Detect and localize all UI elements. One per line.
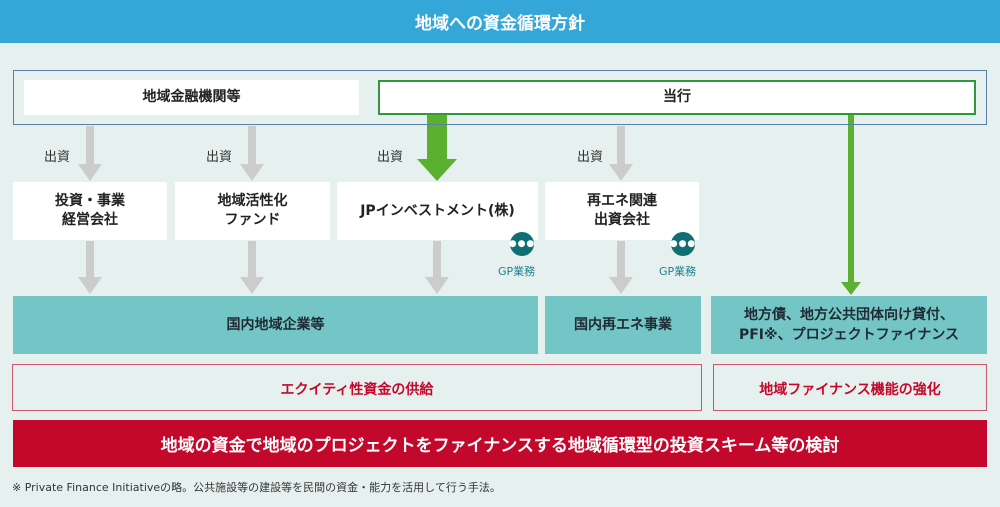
renewable-energy-investment-company-box: 再エネ関連 出資会社 — [545, 182, 699, 240]
regional-finance-label: 地域ファイナンス機能の強化 — [759, 381, 941, 398]
chat-bubble-icon: ●●● — [509, 232, 534, 256]
invest-label: 出資 — [577, 150, 604, 165]
entity-name-line: 出資会社 — [594, 212, 650, 228]
arrow-shaft — [86, 241, 94, 279]
regional-financial-institutions-box: 地域金融機関等 — [24, 80, 359, 115]
green-arrow-head — [417, 159, 457, 181]
arrow-shaft — [86, 126, 94, 166]
arrow-head — [609, 277, 633, 294]
gp-business-label: GP業務 — [659, 265, 697, 278]
page-title: 地域への資金循環方針 — [0, 0, 1000, 43]
domestic-renewable-projects-box: 国内再エネ事業 — [545, 296, 701, 354]
regional-revitalization-fund-box: 地域活性化 ファンド — [175, 182, 330, 240]
arrow-head — [240, 277, 264, 294]
public-finance-box: 地方債、地方公共団体向け貸付、 PFI※、プロジェクトファイナンス — [711, 296, 987, 354]
arrow-head — [425, 277, 449, 294]
green-arrow-shaft — [427, 115, 447, 159]
arrow-shaft — [248, 126, 256, 166]
entity-name-line: 経営会社 — [62, 212, 118, 228]
entity-name-line: 投資・事業 — [55, 193, 125, 210]
entity-name-line: 地域活性化 — [217, 193, 288, 210]
equity-bracket — [12, 364, 702, 411]
finance-bracket — [713, 364, 987, 411]
arrow-head — [78, 164, 102, 181]
footnote: ※ Private Finance Initiativeの略。公共施設等の建設等… — [12, 481, 501, 494]
arrow-shaft — [617, 241, 625, 279]
bracket-mask — [721, 368, 979, 410]
green-arrow-head — [841, 282, 861, 295]
entity-name-line: 再エネ関連 — [587, 193, 657, 210]
target-name-line: 地方債、地方公共団体向け貸付、 — [744, 306, 954, 323]
arrow-shaft — [617, 126, 625, 166]
invest-label: 出資 — [377, 150, 404, 165]
equity-supply-label: エクイティ性資金の供給 — [280, 381, 434, 398]
bracket-mask — [20, 368, 694, 410]
jp-investment-box: JPインベストメント(株) — [337, 182, 538, 240]
funders-frame — [13, 70, 987, 125]
target-name-line: PFI※、プロジェクトファイナンス — [738, 327, 960, 343]
arrow-head — [240, 164, 264, 181]
gp-business-label: GP業務 — [498, 265, 536, 278]
invest-label: 出資 — [44, 150, 71, 165]
chat-bubble-icon: ●●● — [670, 232, 695, 256]
green-arrow-shaft — [848, 115, 854, 283]
our-bank-box: 当行 — [378, 80, 976, 115]
investment-management-company-box: 投資・事業 経営会社 — [13, 182, 167, 240]
conclusion-banner: 地域の資金で地域のプロジェクトをファイナンスする地域循環型の投資スキーム等の検討 — [13, 420, 987, 467]
domestic-regional-companies-box: 国内地域企業等 — [13, 296, 538, 354]
arrow-shaft — [248, 241, 256, 279]
arrow-head — [609, 164, 633, 181]
arrow-head — [78, 277, 102, 294]
invest-label: 出資 — [206, 150, 233, 165]
arrow-shaft — [433, 241, 441, 279]
entity-name-line: ファンド — [224, 212, 281, 228]
